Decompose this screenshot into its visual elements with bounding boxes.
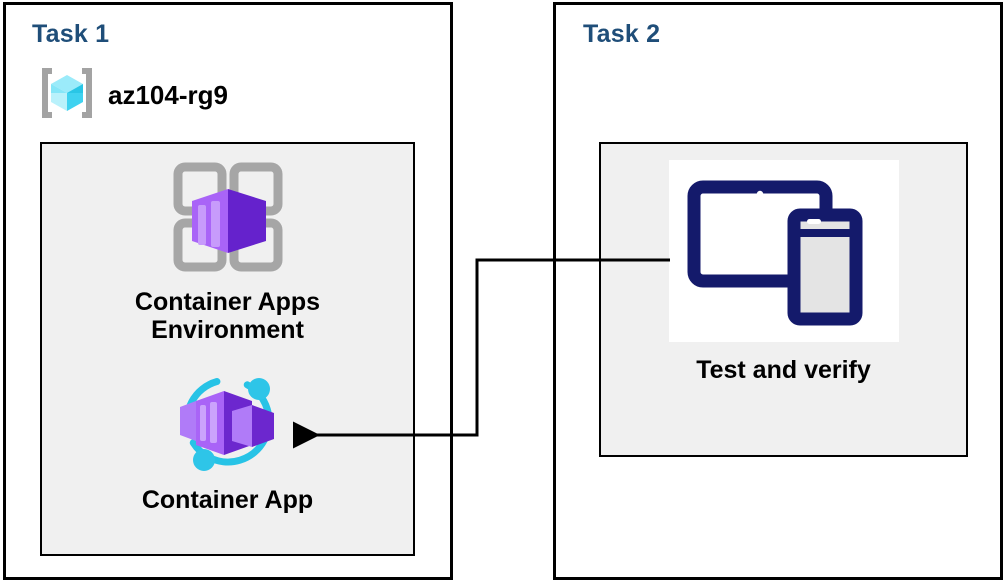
container-app-icon xyxy=(166,365,290,482)
test-and-verify-tile: Test and verify xyxy=(599,160,968,385)
task1-label: Task 1 xyxy=(32,20,110,48)
container-apps-environment-tile: Container Apps Environment xyxy=(40,155,415,344)
test-and-verify-label: Test and verify xyxy=(696,356,871,384)
resource-group-name: az104-rg9 xyxy=(108,80,228,110)
container-app-label: Container App xyxy=(141,486,314,514)
task2-label: Task 2 xyxy=(583,20,661,48)
devices-test-verify-icon xyxy=(668,160,899,342)
resource-group-row: az104-rg9 xyxy=(36,62,228,129)
container-apps-environment-icon xyxy=(166,155,290,284)
container-apps-environment-label: Container Apps Environment xyxy=(134,288,321,344)
container-app-tile: Container App xyxy=(40,365,415,514)
resource-group-icon xyxy=(36,62,98,129)
